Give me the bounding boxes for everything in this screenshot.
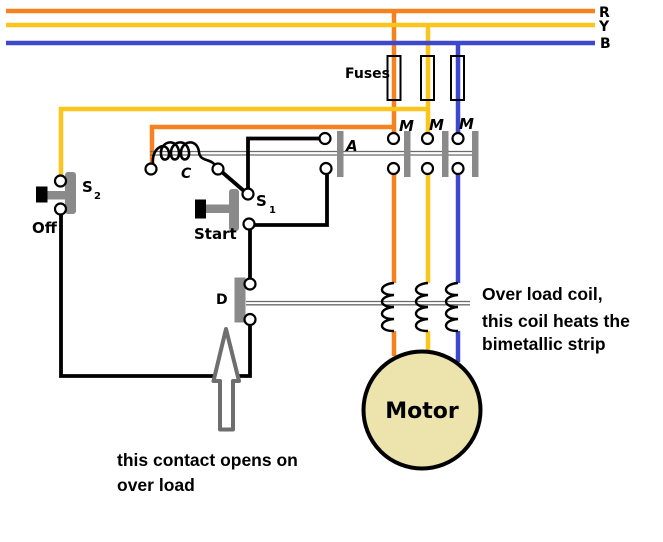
b-phase-label: B — [600, 36, 611, 52]
terminal — [420, 131, 435, 146]
y-phase-wire — [6, 22, 595, 353]
contactor-coil — [151, 141, 217, 166]
start-switch-bar — [229, 189, 239, 231]
main-contact-m2-label: M — [429, 116, 444, 134]
contactor-linkage-rail — [150, 150, 477, 156]
aux-contact-a-label: A — [345, 137, 358, 155]
control-circuit-wire — [59, 136, 329, 378]
contact-bars — [47, 131, 479, 323]
contact-opens-annotation-line2: over load — [117, 475, 195, 495]
overload-contact-d-label: D — [216, 292, 228, 308]
r-phase-label: R — [599, 5, 610, 21]
terminal — [53, 174, 68, 188]
off-switch-bar — [65, 172, 76, 214]
r-phase-wire — [6, 8, 595, 356]
main-contact-m3-bar — [472, 131, 479, 177]
terminals — [53, 131, 465, 327]
start-switch-button — [195, 199, 206, 219]
coil-c-label: C — [181, 166, 192, 182]
overload-annotation-line3: bimetallic strip — [482, 334, 606, 354]
terminal — [144, 162, 158, 176]
terminal — [386, 131, 401, 146]
fuse-2 — [420, 55, 435, 101]
main-contact-m2-bar — [442, 131, 449, 177]
terminal — [318, 131, 332, 146]
overload-trip-arrow-icon — [211, 327, 241, 432]
overload-coils — [380, 281, 459, 333]
fuses-label: Fuses — [345, 66, 390, 82]
fuse-1 — [386, 55, 402, 101]
overload-coil-r — [380, 281, 395, 333]
overload-linkage-rail — [246, 300, 470, 306]
terminal — [319, 161, 333, 176]
terminal — [451, 161, 465, 176]
main-contact-m1-bar — [404, 131, 411, 177]
overload-contact-d-bar — [234, 277, 246, 323]
overload-annotation-line2: this coil heats the — [482, 311, 630, 331]
overload-coil-b — [444, 281, 459, 333]
off-switch-button — [36, 186, 48, 203]
fuse-group — [386, 55, 465, 101]
contact-opens-annotation-line1: this contact opens on — [117, 450, 298, 470]
aux-contact-a-bar — [337, 131, 344, 177]
terminal — [53, 202, 68, 216]
b-phase-wire — [6, 40, 595, 362]
main-contact-m3-label: M — [459, 115, 474, 133]
terminal — [386, 161, 401, 176]
overload-coil-y — [414, 281, 429, 333]
terminal — [241, 187, 255, 201]
off-switch-label-sub: 2 — [94, 191, 101, 202]
terminal — [451, 131, 465, 146]
terminal — [243, 277, 257, 291]
terminal — [420, 161, 435, 176]
start-switch-label-sub: 1 — [269, 205, 276, 216]
terminal — [243, 312, 257, 327]
start-switch-caption: Start — [194, 225, 237, 243]
off-switch-label: S — [82, 178, 93, 196]
off-switch-stem — [47, 191, 66, 200]
terminal — [242, 217, 256, 231]
start-switch-label: S — [256, 192, 267, 210]
off-switch-caption: Off — [32, 219, 58, 237]
start-switch-stem — [206, 204, 229, 213]
motor-label: Motor — [385, 399, 459, 424]
fuse-3 — [450, 55, 465, 101]
overload-annotation-line1: Over load coil, — [482, 284, 603, 304]
terminal — [211, 162, 225, 176]
main-contact-m1-label: M — [399, 117, 414, 135]
motor-circle — [361, 349, 483, 471]
y-phase-label: Y — [598, 19, 610, 35]
